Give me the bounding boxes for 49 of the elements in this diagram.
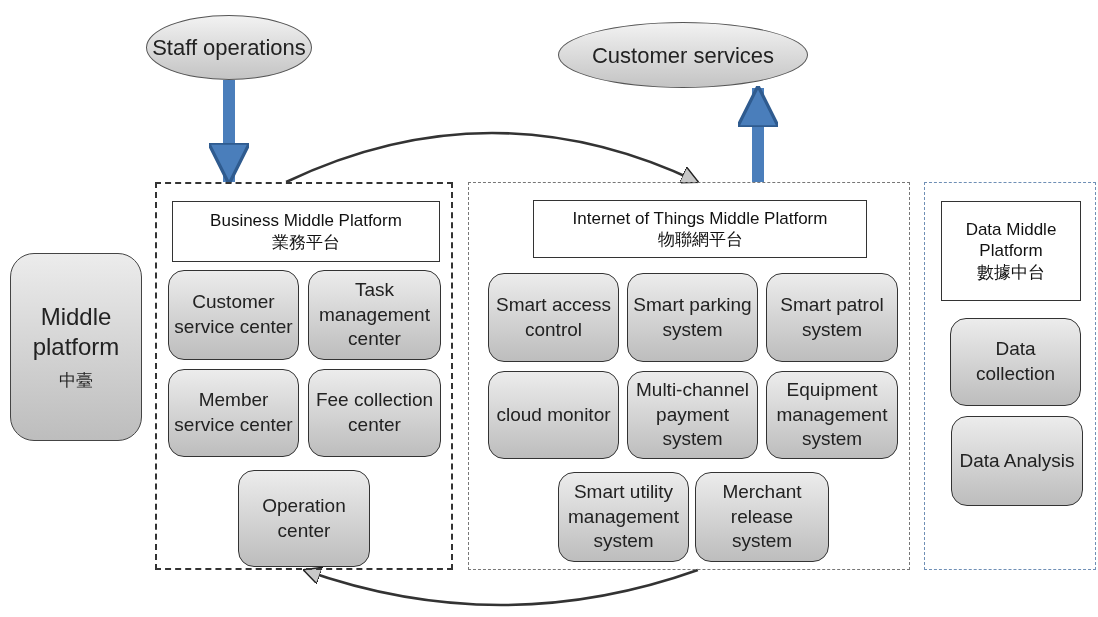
module-box (168, 369, 299, 457)
dashed-group (924, 182, 1096, 570)
module-box (950, 318, 1081, 406)
module-box (488, 273, 619, 362)
title-box (941, 201, 1081, 301)
node-label: Staff operations (151, 34, 307, 62)
module-box (695, 472, 829, 562)
node-label: Smart patrol system (779, 292, 885, 342)
node-label: cloud monitor (495, 402, 612, 427)
module-box (488, 371, 619, 459)
platform-box (10, 253, 142, 441)
node-label: Fee collection center (314, 388, 435, 437)
module-box (766, 371, 898, 459)
module-box (558, 472, 689, 562)
node-label: Multi-channel payment system (635, 377, 750, 452)
module-box (951, 416, 1083, 506)
title-box (533, 200, 867, 258)
module-box (627, 273, 758, 362)
node-label: Member service center (173, 388, 294, 437)
node-label: Data Analysis (958, 448, 1076, 473)
module-box (627, 371, 758, 459)
node-label: Customer services (590, 41, 776, 70)
chinese-label: 數據中台 (977, 261, 1045, 283)
node-label: Smart access control (494, 292, 613, 342)
node-label: Data collection (974, 337, 1057, 386)
node-label: Task management center (318, 277, 431, 352)
node-label: Smart parking system (632, 292, 753, 342)
module-box (308, 270, 441, 360)
curved-arrow (285, 131, 700, 185)
node-label: Operation center (261, 493, 347, 543)
chinese-label: 物聯網平台 (657, 229, 743, 251)
node-label: Merchant release system (721, 479, 803, 554)
node-label: Smart utility management system (567, 479, 680, 554)
node-label: Internet of Things Middle Platform (571, 207, 829, 229)
module-box (238, 470, 370, 567)
node-label: Equipment management system (775, 377, 889, 452)
chinese-label: 業務平台 (272, 231, 340, 253)
module-box (766, 273, 898, 362)
node-label: Business Middle Platform (209, 210, 403, 232)
node-label: Data Middle Platform (964, 219, 1058, 262)
node-label: Middle platform (31, 302, 121, 363)
dashed-group (155, 182, 453, 570)
node-label: Customer service center (173, 290, 294, 339)
dashed-group (468, 182, 910, 570)
module-box (168, 270, 299, 360)
chinese-label: 中臺 (59, 370, 93, 392)
curved-arrow (302, 566, 699, 607)
title-box (172, 201, 440, 262)
module-box (308, 369, 441, 457)
